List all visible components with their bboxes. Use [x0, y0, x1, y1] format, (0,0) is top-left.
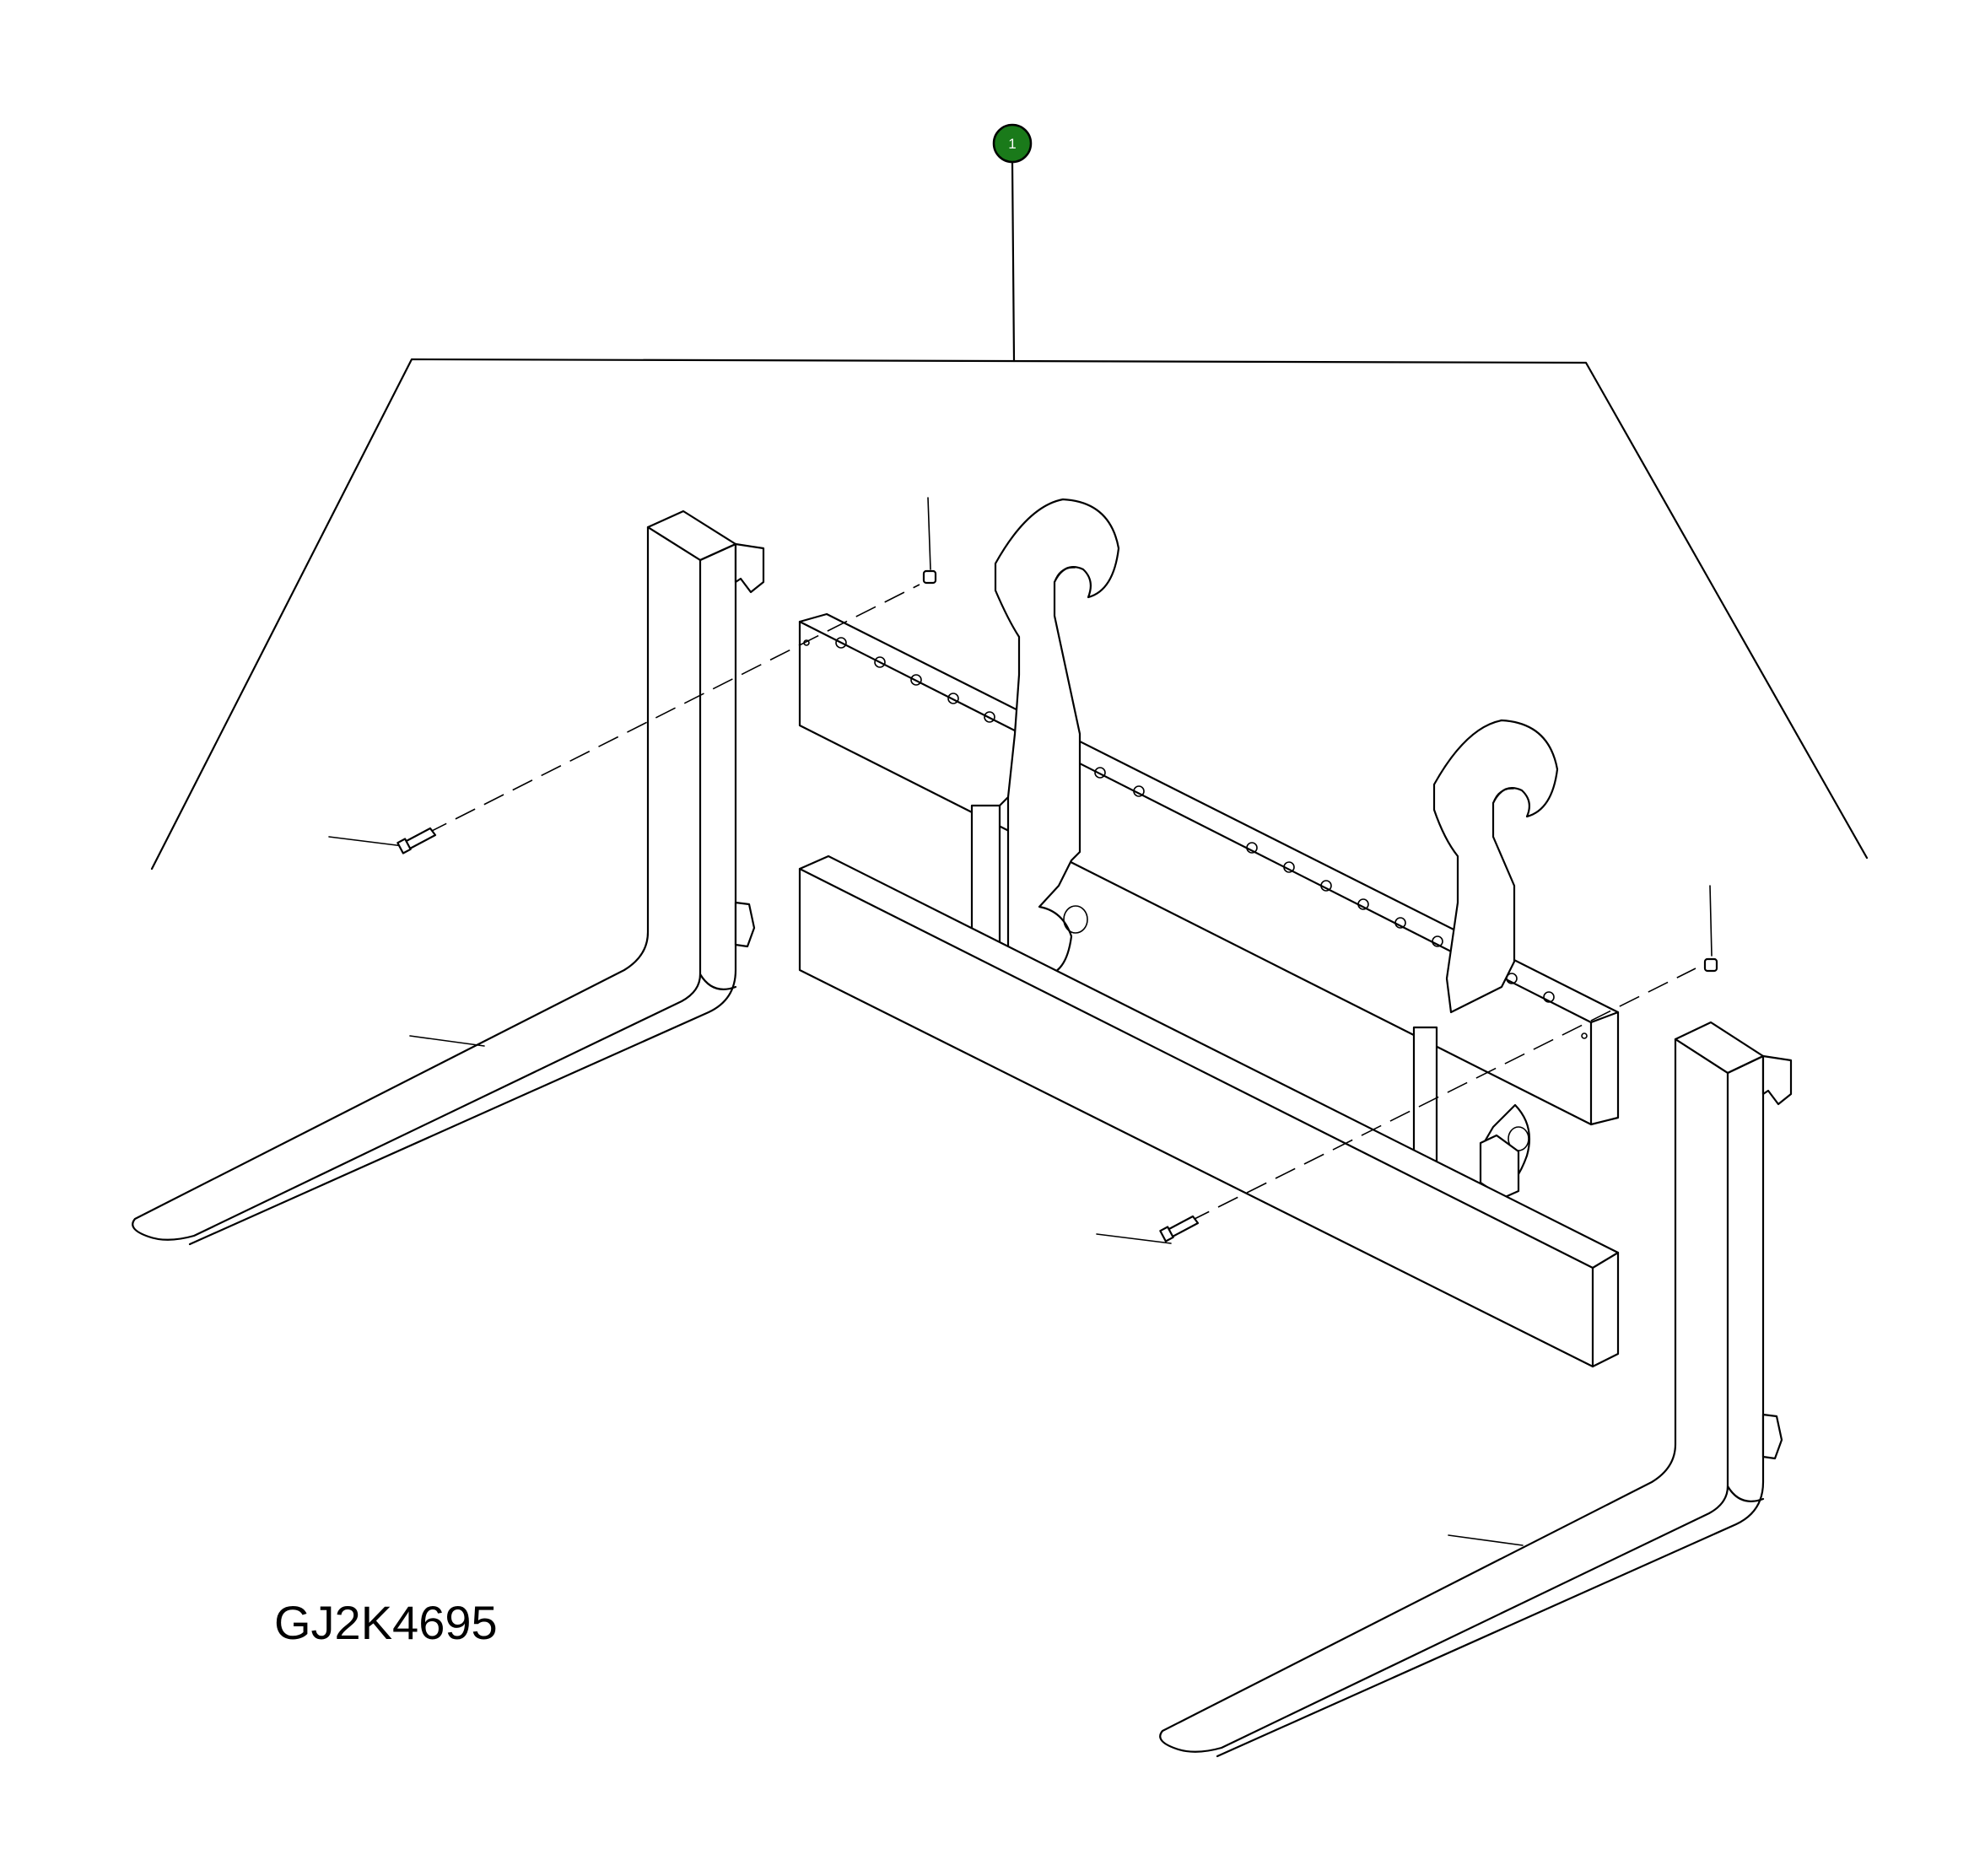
right-fork — [1096, 1021, 1793, 1758]
right-nut — [1703, 885, 1718, 973]
left-bolt — [396, 584, 920, 854]
left-fork — [132, 509, 765, 1246]
right-bolt — [1159, 968, 1696, 1243]
assembly-bracket — [150, 160, 1869, 871]
callout-1[interactable]: 1 — [992, 123, 1033, 164]
bottom-carriage-bar — [798, 854, 1620, 1368]
top-carriage-bar — [798, 612, 1620, 1126]
right-attach-arm — [1412, 719, 1559, 1199]
callout-1-marker[interactable] — [992, 123, 1033, 164]
callout-1-number: 1 — [1008, 136, 1016, 152]
drawing-id-label: GJ2K4695 — [274, 1596, 498, 1649]
bar-notches — [835, 637, 1555, 1003]
left-nut — [922, 497, 937, 585]
